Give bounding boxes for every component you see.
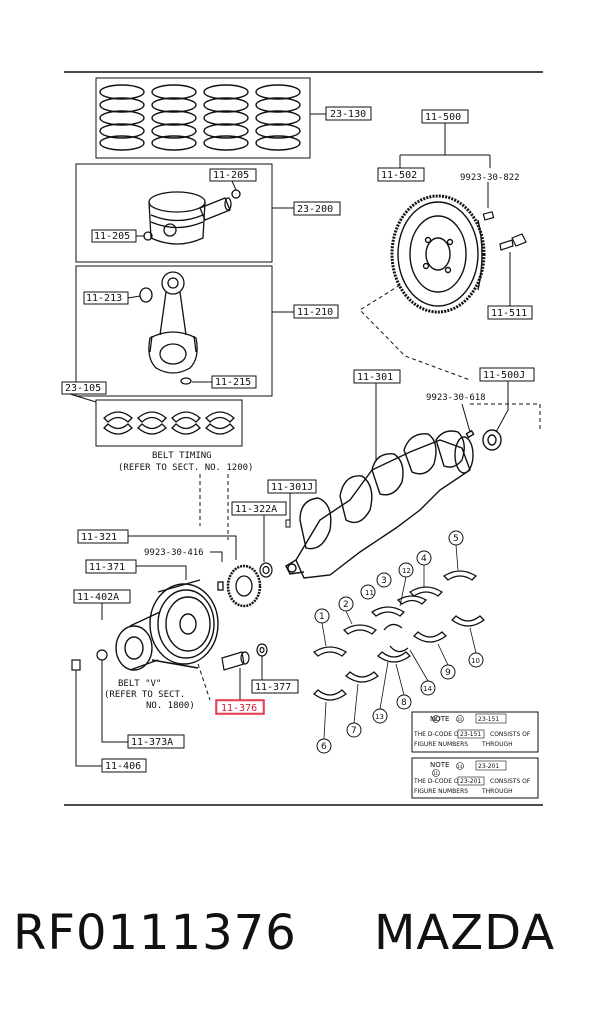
svg-text:23-201: 23-201 <box>478 763 499 770</box>
label-con-rod-assy: 11-210 <box>297 307 333 318</box>
svg-text:THE D-CODE OF: THE D-CODE OF <box>413 778 463 785</box>
part-number: RF0111376 <box>13 905 297 961</box>
label-con-rod-bearing: 23-105 <box>65 383 101 394</box>
label-con-rod-bush: 11-213 <box>86 293 122 304</box>
label-pilot-bearing: 11-500J <box>483 370 525 381</box>
svg-text:1: 1 <box>434 717 437 722</box>
label-crank-key: 11-301J <box>271 482 313 493</box>
bearing-num-4: 4 <box>421 554 427 564</box>
crankshaft <box>285 429 502 579</box>
label-pulley-bolt-b: 11-406 <box>105 761 141 772</box>
con-rod-bearings <box>95 399 243 447</box>
bearing-num-14: 14 <box>423 685 432 693</box>
timing-pulley <box>217 564 262 608</box>
caption: RF0111376 MAZDA <box>0 895 600 985</box>
svg-text:11: 11 <box>433 771 439 776</box>
bearing-num-13: 13 <box>375 713 384 721</box>
label-flywheel-group: 11-500 <box>425 112 461 123</box>
svg-text:10: 10 <box>457 717 463 722</box>
svg-text:CONSISTS OF: CONSISTS OF <box>490 731 531 738</box>
bearing-num-11: 11 <box>365 589 374 597</box>
label-crankshaft: 11-301 <box>357 372 393 383</box>
label-crank-pin: 9923-30-618 <box>426 393 486 403</box>
spacer <box>259 562 273 578</box>
note-belt-v-1: BELT "V" <box>118 679 161 689</box>
flywheel-bolt <box>499 233 527 251</box>
svg-text:THE D-CODE OF: THE D-CODE OF <box>413 731 463 738</box>
note-belt-v-3: NO. 1800) <box>146 701 195 711</box>
label-pulley-pin: 9923-30-416 <box>144 548 204 558</box>
svg-text:CONSISTS OF: CONSISTS OF <box>490 778 531 785</box>
main-bearings <box>312 570 485 701</box>
label-piston-assy: 23-200 <box>297 204 333 215</box>
note-belt-timing-2: (REFER TO SECT. NO. 1200) <box>118 463 253 473</box>
connecting-rod-group <box>75 265 273 397</box>
piston-rings-group <box>95 77 311 159</box>
lock-bolt-icon <box>221 643 268 671</box>
label-pulley-key-a: 11-322A <box>235 504 277 515</box>
svg-text:THROUGH: THROUGH <box>481 788 513 795</box>
flywheel <box>390 194 486 314</box>
label-timing-pulley: 11-321 <box>81 532 117 543</box>
svg-text:23-151: 23-151 <box>478 716 499 723</box>
label-ring-set: 23-130 <box>330 109 366 120</box>
label-timing-plate: 11-371 <box>89 562 125 573</box>
label-piston-pin-clip-b: 11-205 <box>94 231 130 242</box>
note-box-2: NOTE 11 14 23-201 THE D-CODE OF 23-201 C… <box>411 757 539 799</box>
label-lock-bolt-highlighted: 11-376 <box>221 703 257 714</box>
svg-text:14: 14 <box>457 764 463 769</box>
crank-pulley <box>115 579 219 671</box>
brand-name: MAZDA <box>374 905 556 961</box>
label-crank-pulley: 11-402A <box>77 592 119 603</box>
parts-diagram: 23-130 11-205 11-205 23-200 <box>61 71 543 806</box>
bearing-num-1: 1 <box>319 612 325 622</box>
label-pulley-bolt: 11-377 <box>255 682 291 693</box>
bearing-num-12: 12 <box>402 567 411 575</box>
label-flywheel-pin: 9923-30-822 <box>460 173 520 183</box>
flywheel-pin-icon <box>482 211 495 221</box>
bearing-num-10: 10 <box>471 657 480 665</box>
bearing-num-8: 8 <box>401 698 407 708</box>
bearing-num-2: 2 <box>343 600 349 610</box>
bearing-callouts <box>314 530 484 754</box>
note-belt-v-2: (REFER TO SECT. <box>104 690 185 700</box>
label-flywheel: 11-502 <box>381 170 417 181</box>
label-con-rod-bolt: 11-215 <box>215 377 251 388</box>
bearing-num-6: 6 <box>321 742 327 752</box>
note-box-1: NOTE 1 10 23-151 THE D-CODE OF 23-151 CO… <box>411 711 539 753</box>
svg-text:FIGURE NUMBERS: FIGURE NUMBERS <box>414 741 468 748</box>
label-piston-pin-clip: 11-205 <box>213 170 249 181</box>
svg-text:THROUGH: THROUGH <box>481 741 513 748</box>
svg-text:23-151: 23-151 <box>460 731 481 738</box>
note-belt-timing-1: BELT TIMING <box>152 451 212 461</box>
label-pulley-washer: 11-373A <box>131 737 173 748</box>
svg-text:23-201: 23-201 <box>460 778 481 785</box>
bearing-num-5: 5 <box>453 534 459 544</box>
svg-text:FIGURE NUMBERS: FIGURE NUMBERS <box>414 788 468 795</box>
bearing-num-9: 9 <box>445 668 451 678</box>
piston-group <box>75 163 273 263</box>
label-flywheel-bolt: 11-511 <box>491 308 527 319</box>
bearing-num-3: 3 <box>381 576 387 586</box>
svg-text:NOTE: NOTE <box>430 761 449 769</box>
bearing-num-7: 7 <box>351 726 357 736</box>
